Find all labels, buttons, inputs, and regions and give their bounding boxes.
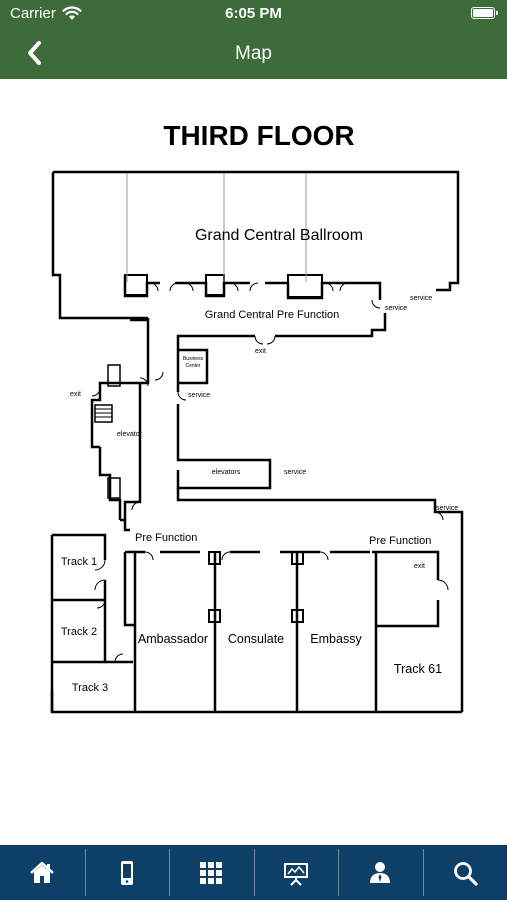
- ballroom-dividers: [126, 173, 307, 282]
- service-label-mid: service: [188, 392, 210, 399]
- exit-label-right: exit: [414, 563, 425, 570]
- room-consulate[interactable]: Consulate: [228, 632, 284, 646]
- elevators-label: elevators: [212, 469, 241, 476]
- area-pre-function-right[interactable]: Pre Function: [369, 535, 431, 547]
- status-bar: Carrier 6:05 PM: [0, 0, 507, 28]
- navigation-bar: Map: [0, 28, 507, 79]
- area-pre-function-left[interactable]: Pre Function: [135, 532, 197, 544]
- service-label-top: service: [410, 295, 432, 302]
- status-time: 6:05 PM: [225, 5, 282, 22]
- service-label-elevators: service: [284, 469, 306, 476]
- room-track-61[interactable]: Track 61: [394, 662, 442, 676]
- home-icon: [30, 861, 55, 883]
- wifi-icon: [62, 6, 82, 20]
- tab-bar: [0, 845, 507, 900]
- tab-presentation[interactable]: [253, 845, 339, 900]
- exit-label-left: exit: [70, 391, 81, 398]
- battery-icon: [471, 7, 498, 19]
- elevator-label: elevator: [117, 431, 143, 438]
- service-label-top-2: service: [385, 305, 407, 312]
- person-icon: [370, 861, 391, 883]
- grid-icon: [200, 861, 223, 884]
- floor-plan-drawing: THIRD FLOOR Grand Central Ballroom Grand…: [50, 120, 464, 714]
- service-label-right: service: [436, 505, 458, 512]
- floor-plan-walls: [50, 170, 464, 714]
- tab-grid[interactable]: [169, 845, 254, 900]
- tab-home[interactable]: [0, 845, 85, 900]
- floor-map[interactable]: THIRD FLOOR Grand Central Ballroom Grand…: [0, 79, 507, 845]
- chevron-left-icon[interactable]: [24, 40, 46, 66]
- room-track-2[interactable]: Track 2: [61, 626, 97, 638]
- tab-search[interactable]: [422, 845, 507, 900]
- page-title: Map: [235, 43, 272, 64]
- room-grand-central-ballroom[interactable]: Grand Central Ballroom: [195, 227, 363, 244]
- tab-speaker[interactable]: [338, 845, 423, 900]
- business-center-label-2: Center: [185, 363, 200, 369]
- room-track-3[interactable]: Track 3: [72, 682, 108, 694]
- door-swings: [91, 282, 449, 663]
- floor-heading: THIRD FLOOR: [163, 120, 354, 151]
- tab-mobile[interactable]: [84, 845, 170, 900]
- carrier-label: Carrier: [10, 5, 56, 22]
- presentation-board-icon: [283, 862, 308, 886]
- search-icon: [453, 861, 478, 886]
- area-grand-central-pre-function[interactable]: Grand Central Pre Function: [205, 309, 340, 321]
- mobile-device-icon: [120, 860, 133, 885]
- exit-label-top: exit: [255, 348, 266, 355]
- room-track-1[interactable]: Track 1: [61, 556, 97, 568]
- room-embassy[interactable]: Embassy: [310, 632, 362, 646]
- room-ambassador[interactable]: Ambassador: [138, 632, 208, 646]
- business-center-label-1: Business: [183, 356, 204, 362]
